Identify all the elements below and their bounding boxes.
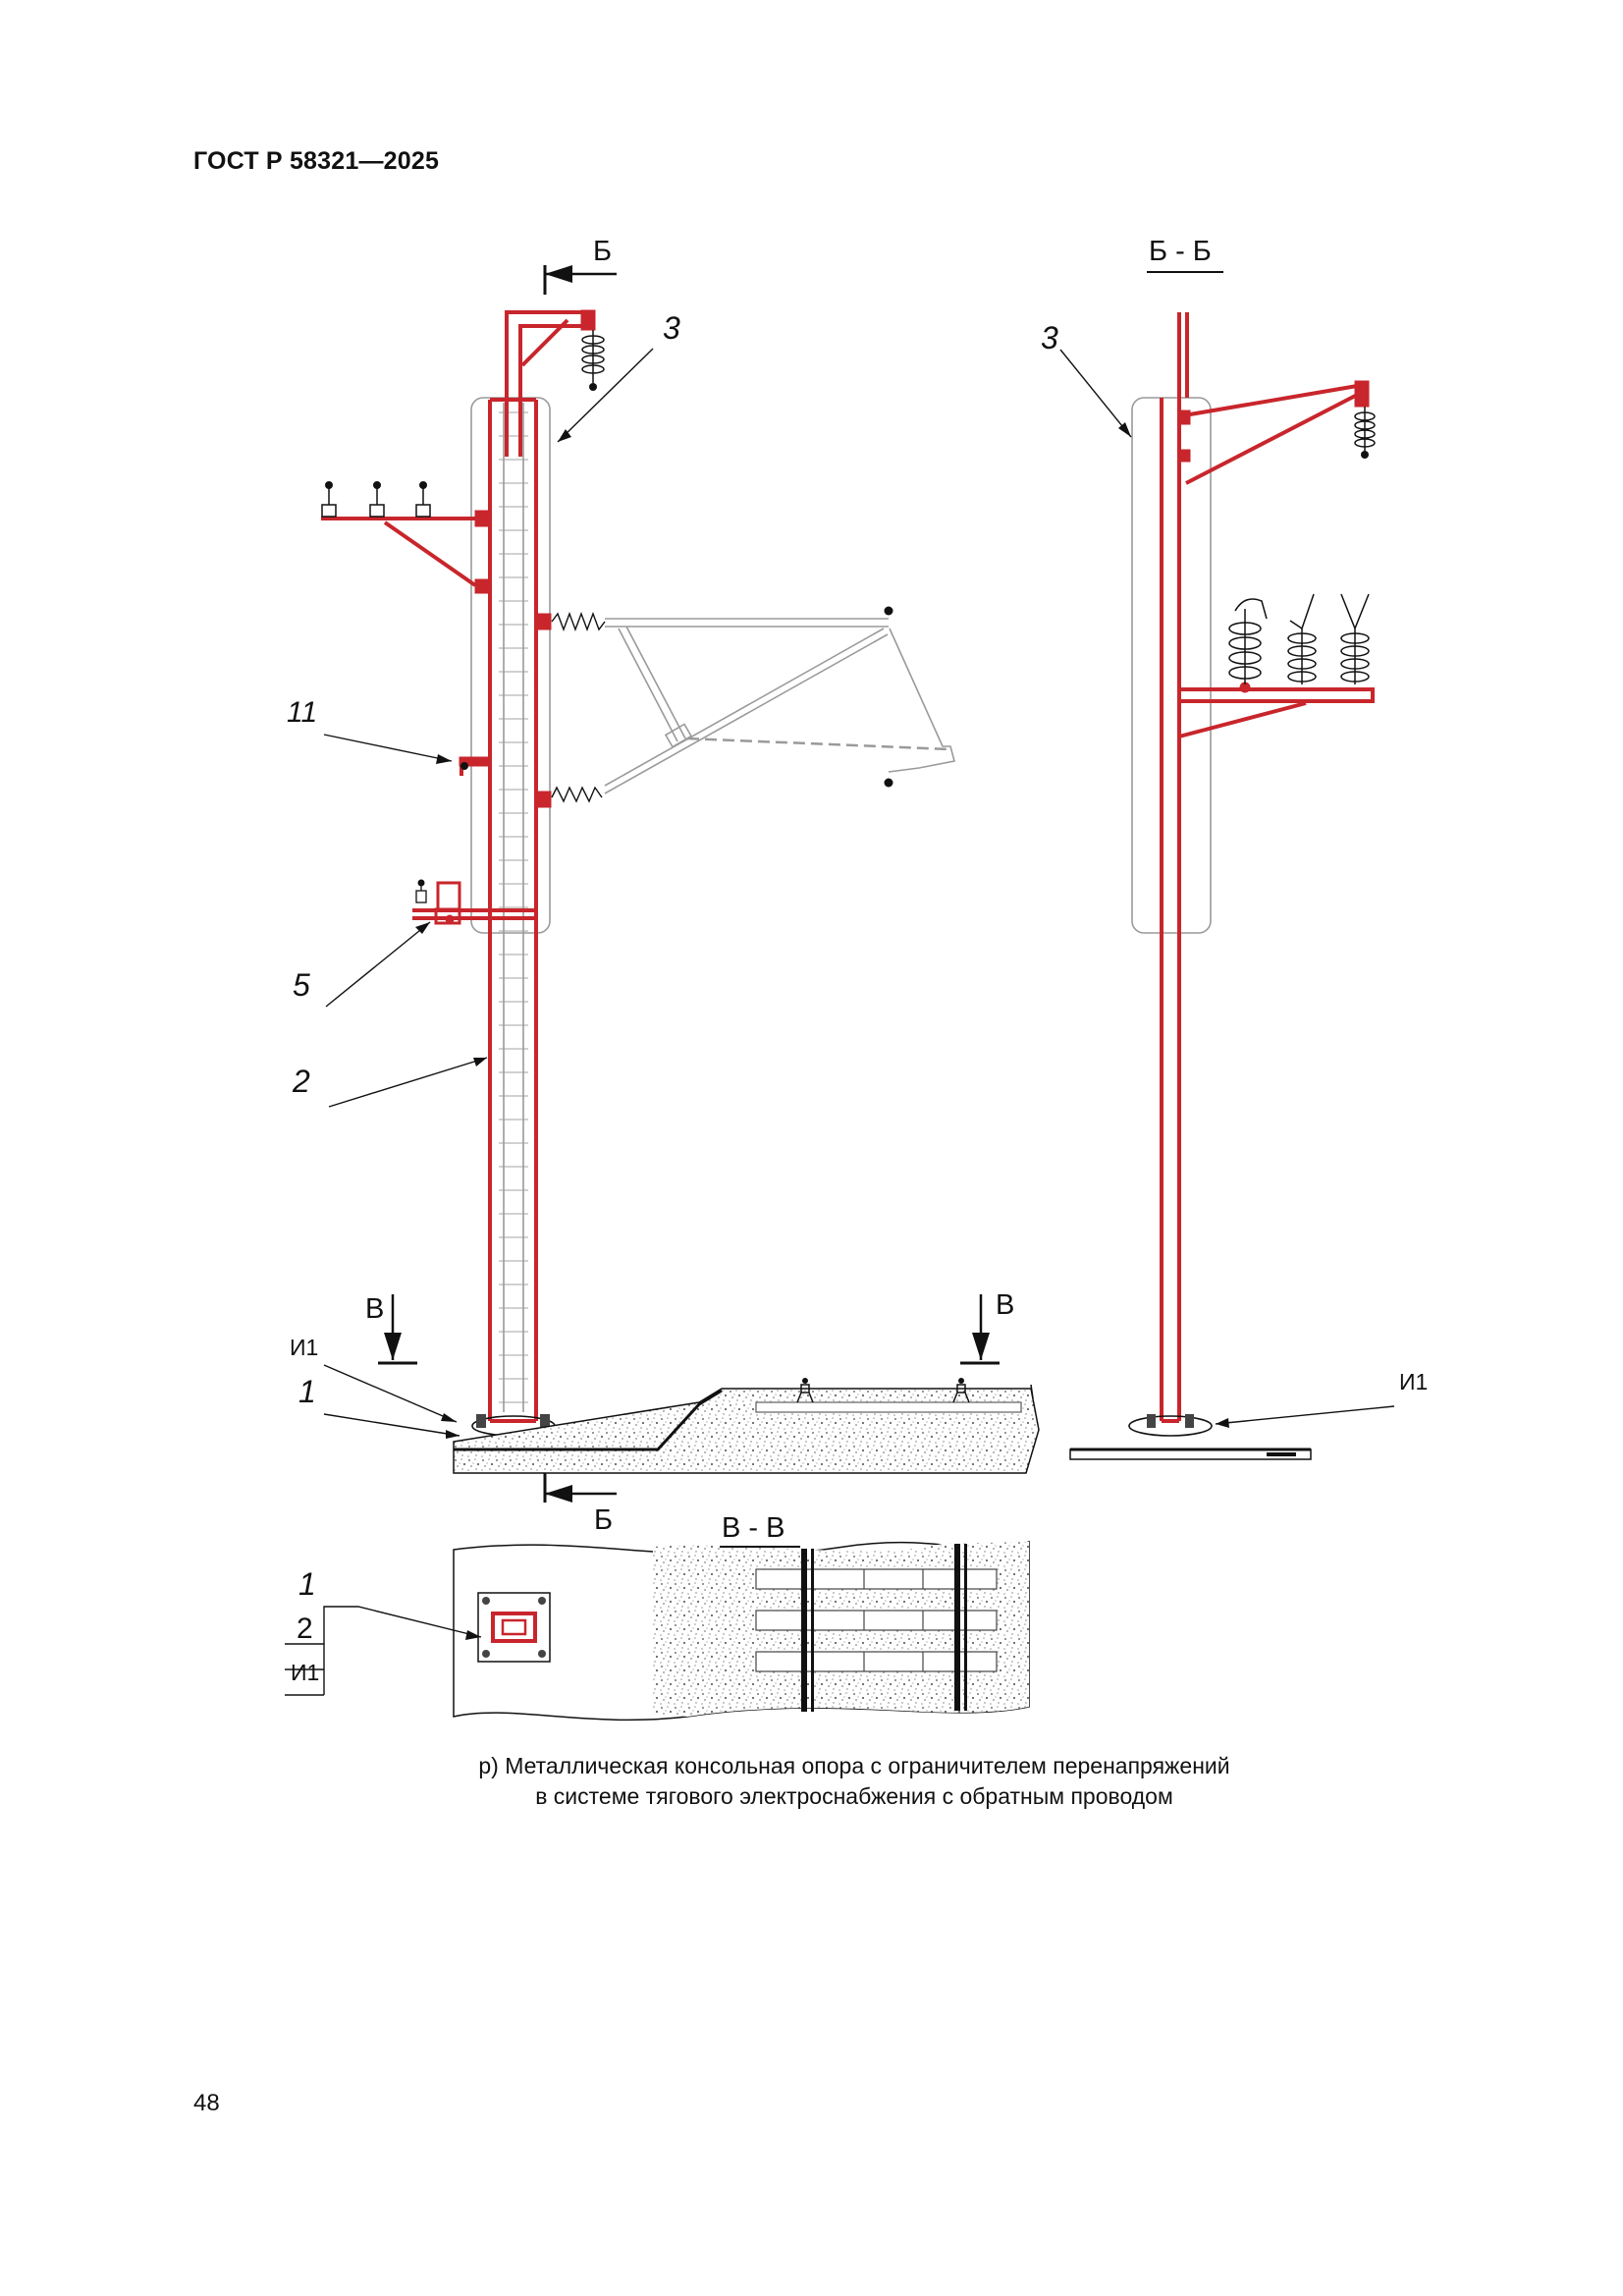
- cut-marker-b-top: [543, 265, 617, 295]
- cut-marker-v-left: [378, 1294, 417, 1365]
- cut-label-b-bottom: Б: [594, 1504, 613, 1536]
- callout-3-front: 3: [663, 310, 680, 346]
- figure-caption: р) Металлическая консольная опора с огра…: [295, 1751, 1414, 1812]
- side-top-bracket: [1179, 380, 1376, 485]
- plan-callout-leader: [285, 1606, 482, 1696]
- callout-2: 2: [292, 1064, 310, 1099]
- element-11: [459, 756, 490, 776]
- top-bracket: [505, 309, 605, 457]
- plan-callout-2: 2: [297, 1613, 313, 1645]
- callout-11: 11: [287, 696, 317, 729]
- callout-i1-front: И1: [290, 1335, 318, 1360]
- plan-callout-i1: И1: [291, 1660, 319, 1685]
- callout-3-side: 3: [1041, 320, 1058, 355]
- element-5: [412, 879, 536, 925]
- cantilever: [536, 606, 955, 808]
- leaders-front: [323, 348, 654, 1437]
- ghost-panel-side: [1131, 397, 1212, 934]
- plan-sleepers: [755, 1568, 998, 1672]
- foundation-side: [1069, 1414, 1312, 1460]
- side-view: [1059, 312, 1395, 1460]
- callout-5: 5: [293, 967, 310, 1003]
- callout-1-front: 1: [298, 1374, 316, 1409]
- cut-marker-b-bottom: [543, 1473, 617, 1503]
- plan-view: [285, 1540, 1030, 1722]
- plan-rails: [801, 1544, 967, 1712]
- leaders-side: [1059, 349, 1395, 1425]
- side-arrester-bracket: [1178, 593, 1375, 738]
- page-number: 48: [193, 2090, 220, 2116]
- mast-side: [1160, 312, 1189, 1423]
- section-title-vv: В - В: [722, 1512, 784, 1544]
- leader-arrowheads: [415, 429, 571, 1439]
- drawing-labels: Б Б В В Б - Б В - В 3 3 11 5 2 И1 1 И1 1…: [285, 236, 1428, 1685]
- plan-callout-1: 1: [298, 1566, 316, 1602]
- left-crossarm: [321, 481, 490, 594]
- arrester-insulators: [1228, 593, 1370, 684]
- caption-line-1: р) Металлическая консольная опора с огра…: [478, 1753, 1230, 1778]
- section-title-bb: Б - Б: [1149, 236, 1212, 267]
- front-view: [321, 265, 1040, 1503]
- plan-foundation: [477, 1592, 551, 1663]
- cut-label-v-right: В: [996, 1289, 1014, 1321]
- document-header: ГОСТ Р 58321—2025: [193, 147, 440, 175]
- cut-label-v-left: В: [365, 1293, 384, 1325]
- callout-i1-side: И1: [1399, 1369, 1428, 1394]
- cut-label-b-top: Б: [593, 236, 612, 267]
- caption-line-2: в системе тягового электроснабжения с об…: [535, 1783, 1173, 1809]
- ground-and-ballast: [453, 1378, 1040, 1474]
- cut-marker-v-right: [960, 1294, 1000, 1365]
